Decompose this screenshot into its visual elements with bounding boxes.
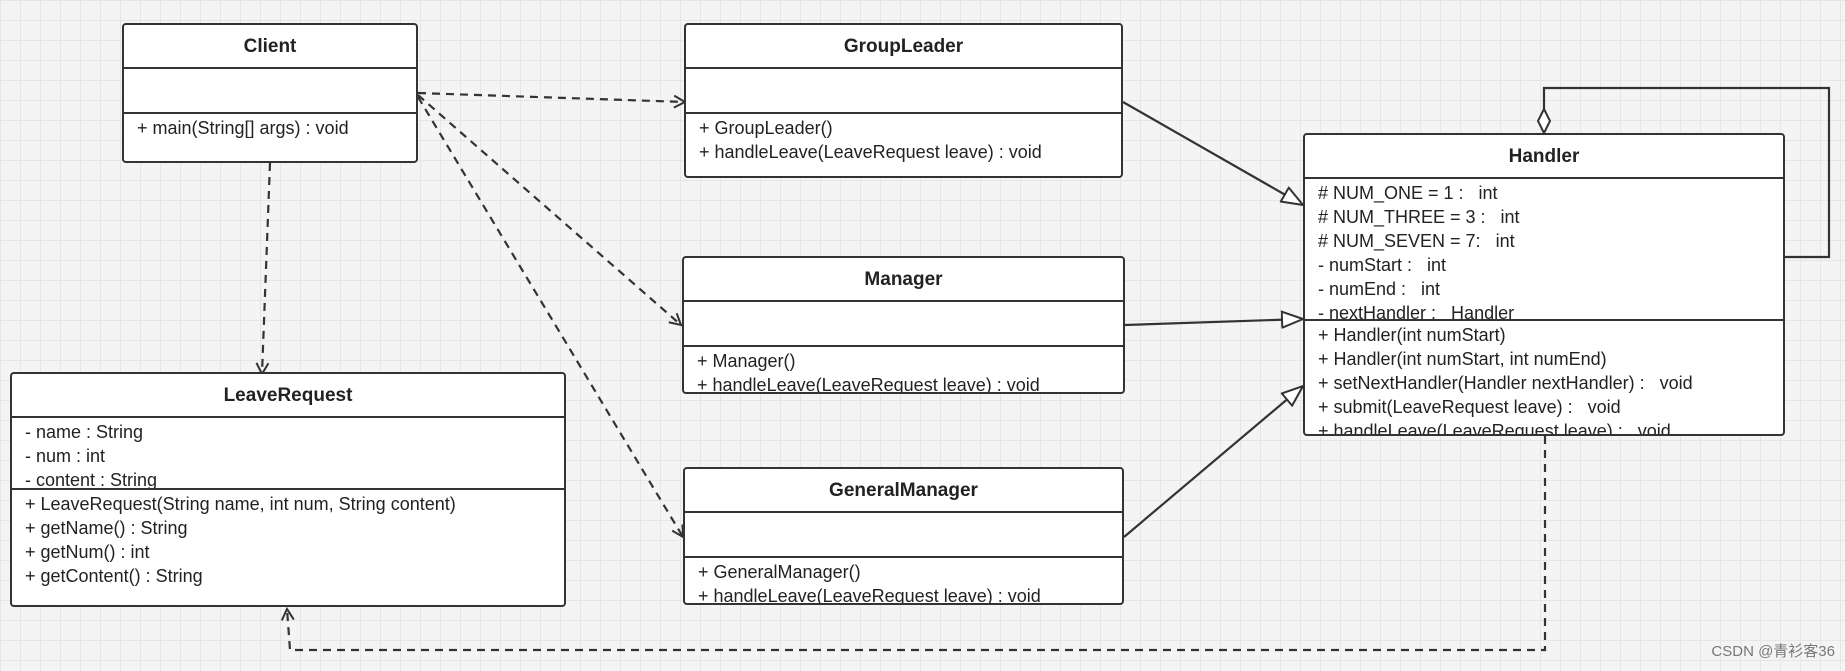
- attribute: - nextHandler : Handler: [1318, 303, 1515, 321]
- operation: + LeaveRequest(String name, int num, Str…: [25, 494, 456, 514]
- class-general-manager-name: GeneralManager: [685, 469, 1122, 513]
- class-leave-request[interactable]: LeaveRequest - name : String - num : int…: [10, 372, 566, 607]
- attribute: - numStart : int: [1318, 255, 1447, 275]
- class-group-leader[interactable]: GroupLeader + GroupLeader() + handleLeav…: [684, 23, 1123, 178]
- watermark: CSDN @青衫客36: [1711, 643, 1835, 660]
- class-client-attributes: [124, 69, 416, 114]
- generalization-groupleader-handler: [1122, 101, 1303, 205]
- operation: + Handler(int numStart, int numEnd): [1318, 349, 1607, 369]
- operation: + submit(LeaveRequest leave) : void: [1318, 397, 1621, 417]
- class-handler[interactable]: Handler # NUM_ONE = 1 : int # NUM_THREE …: [1303, 133, 1785, 436]
- operation: + getName() : String: [25, 518, 188, 538]
- class-general-manager[interactable]: GeneralManager + GeneralManager() + hand…: [683, 467, 1124, 605]
- operation: + handleLeave(LeaveRequest leave) : void: [1318, 421, 1671, 436]
- operation: + getContent() : String: [25, 566, 203, 586]
- class-manager-attributes: [684, 302, 1123, 347]
- class-manager[interactable]: Manager + Manager() + handleLeave(LeaveR…: [682, 256, 1125, 394]
- class-leave-request-operations: + LeaveRequest(String name, int num, Str…: [12, 490, 564, 588]
- operation: + GeneralManager(): [698, 562, 861, 582]
- class-group-leader-operations: + GroupLeader() + handleLeave(LeaveReque…: [686, 114, 1121, 164]
- dependency-handler-leaverequest: [287, 436, 1547, 652]
- class-general-manager-operations: + GeneralManager() + handleLeave(LeaveRe…: [685, 558, 1122, 605]
- operation: + main(String[] args) : void: [137, 118, 349, 138]
- operation: + handleLeave(LeaveRequest leave) : void: [698, 586, 1041, 605]
- operation: + Manager(): [697, 351, 796, 371]
- class-handler-operations: + Handler(int numStart) + Handler(int nu…: [1305, 321, 1783, 436]
- dependency-client-leaverequest: [262, 162, 272, 374]
- class-handler-name: Handler: [1305, 135, 1783, 179]
- operation: + handleLeave(LeaveRequest leave) : void: [697, 375, 1040, 394]
- dependency-client-generalmanager: [417, 96, 683, 537]
- operation: + setNextHandler(Handler nextHandler) : …: [1318, 373, 1693, 393]
- attribute: # NUM_ONE = 1 : int: [1318, 183, 1498, 203]
- generalization-manager-handler: [1124, 319, 1303, 325]
- operation: + Handler(int numStart): [1318, 325, 1506, 345]
- class-general-manager-attributes: [685, 513, 1122, 558]
- class-client[interactable]: Client + main(String[] args) : void: [122, 23, 418, 163]
- class-manager-operations: + Manager() + handleLeave(LeaveRequest l…: [684, 347, 1123, 394]
- class-group-leader-attributes: [686, 69, 1121, 114]
- class-leave-request-name: LeaveRequest: [12, 374, 564, 418]
- operation: + getNum() : int: [25, 542, 150, 562]
- class-client-name: Client: [124, 25, 416, 69]
- attribute: # NUM_THREE = 3 : int: [1318, 207, 1520, 227]
- class-handler-attributes: # NUM_ONE = 1 : int # NUM_THREE = 3 : in…: [1305, 179, 1783, 321]
- class-client-operations: + main(String[] args) : void: [124, 114, 416, 140]
- generalization-generalmanager-handler: [1123, 386, 1303, 538]
- aggregation-handler-self: [1544, 86, 1831, 259]
- attribute: - num : int: [25, 446, 106, 466]
- attribute: # NUM_SEVEN = 7: int: [1318, 231, 1515, 251]
- attribute: - content : String: [25, 470, 158, 490]
- dependency-client-manager: [417, 94, 681, 325]
- class-group-leader-name: GroupLeader: [686, 25, 1121, 69]
- operation: + handleLeave(LeaveRequest leave) : void: [699, 142, 1042, 162]
- attribute: - numEnd : int: [1318, 279, 1441, 299]
- dependency-client-groupleader: [417, 91, 685, 102]
- class-manager-name: Manager: [684, 258, 1123, 302]
- attribute: - name : String: [25, 422, 144, 442]
- operation: + GroupLeader(): [699, 118, 833, 138]
- class-leave-request-attributes: - name : String - num : int - content : …: [12, 418, 564, 490]
